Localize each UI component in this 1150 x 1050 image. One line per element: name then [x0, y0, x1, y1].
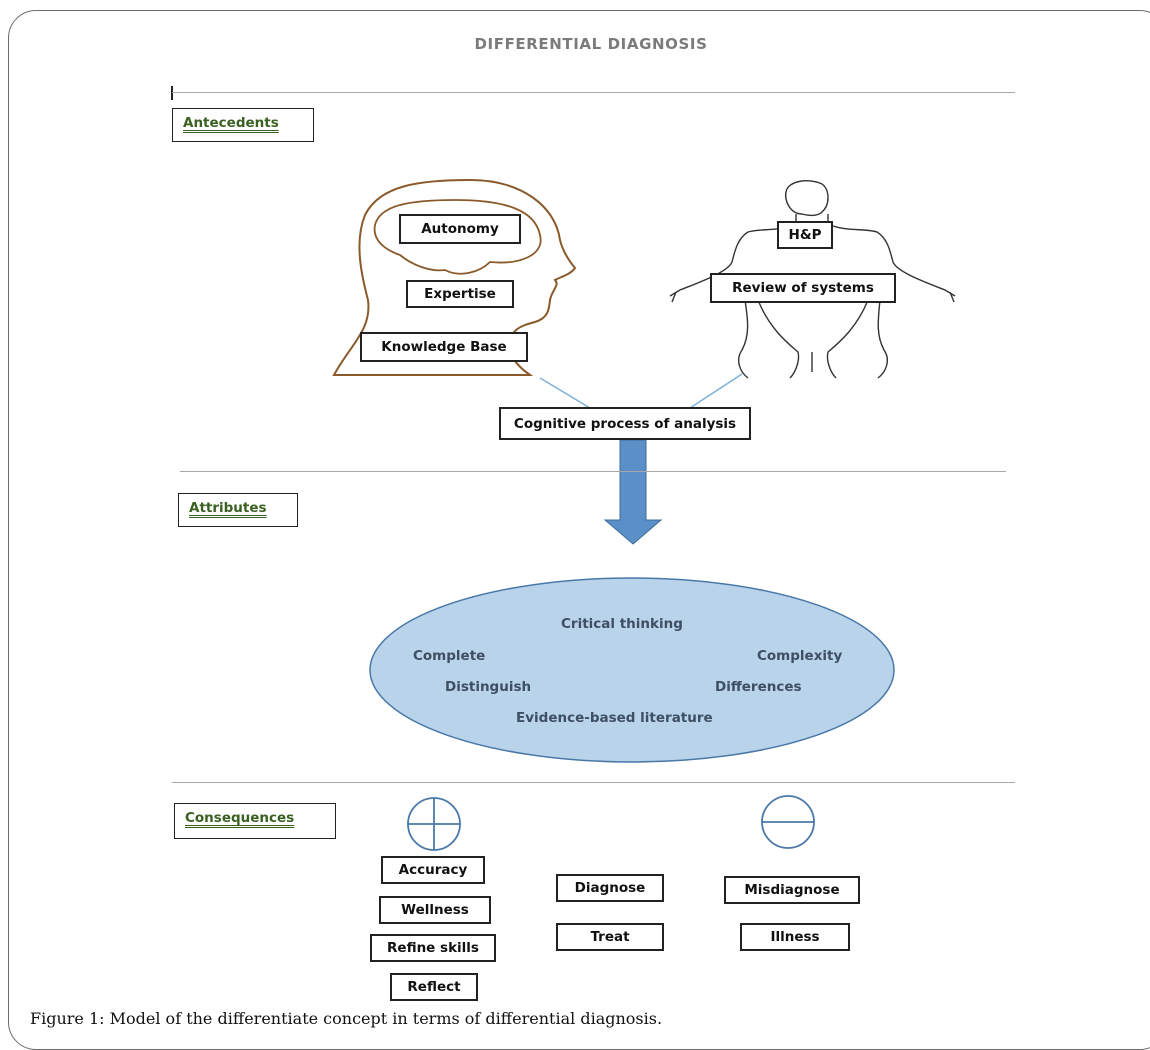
cognitive-process-box: Cognitive process of analysis: [499, 407, 751, 440]
autonomy-box: Autonomy: [399, 214, 521, 244]
term-critical-thinking: Critical thinking: [561, 616, 683, 632]
outcome-wellness: Wellness: [379, 896, 491, 924]
knowledge-base-box: Knowledge Base: [360, 332, 528, 362]
term-complete: Complete: [413, 648, 486, 664]
review-of-systems-box: Review of systems: [710, 273, 896, 303]
outcome-illness: Illness: [740, 923, 850, 951]
figure-title: DIFFERENTIAL DIAGNOSIS: [474, 35, 708, 53]
figure-caption: Figure 1: Model of the differentiate con…: [30, 1009, 663, 1028]
hp-box: H&P: [777, 221, 833, 249]
term-differences: Differences: [715, 679, 802, 695]
head-outline: [332, 178, 577, 376]
term-evidence-based-literature: Evidence-based literature: [516, 710, 713, 726]
divider-bottom: [172, 782, 1015, 783]
outcome-accuracy: Accuracy: [381, 856, 485, 884]
divider-top: [172, 92, 1015, 93]
outcome-misdiagnose: Misdiagnose: [724, 876, 860, 904]
outcome-diagnose: Diagnose: [556, 874, 664, 902]
section-attributes: Attributes: [178, 493, 298, 527]
term-distinguish: Distinguish: [445, 679, 532, 695]
outcome-treat: Treat: [556, 923, 664, 951]
negative-circle-icon: [761, 795, 815, 849]
positive-circle-icon: [407, 797, 461, 851]
body-outline: [669, 180, 956, 379]
section-consequences: Consequences: [174, 803, 336, 839]
outcome-refine-skills: Refine skills: [370, 934, 496, 962]
attributes-ellipse: [369, 577, 895, 763]
term-complexity: Complexity: [757, 648, 843, 664]
outcome-reflect: Reflect: [390, 973, 478, 1001]
divider-middle: [180, 471, 1006, 472]
down-arrow: [603, 439, 663, 545]
section-antecedents: Antecedents: [172, 108, 314, 142]
expertise-box: Expertise: [406, 280, 514, 308]
